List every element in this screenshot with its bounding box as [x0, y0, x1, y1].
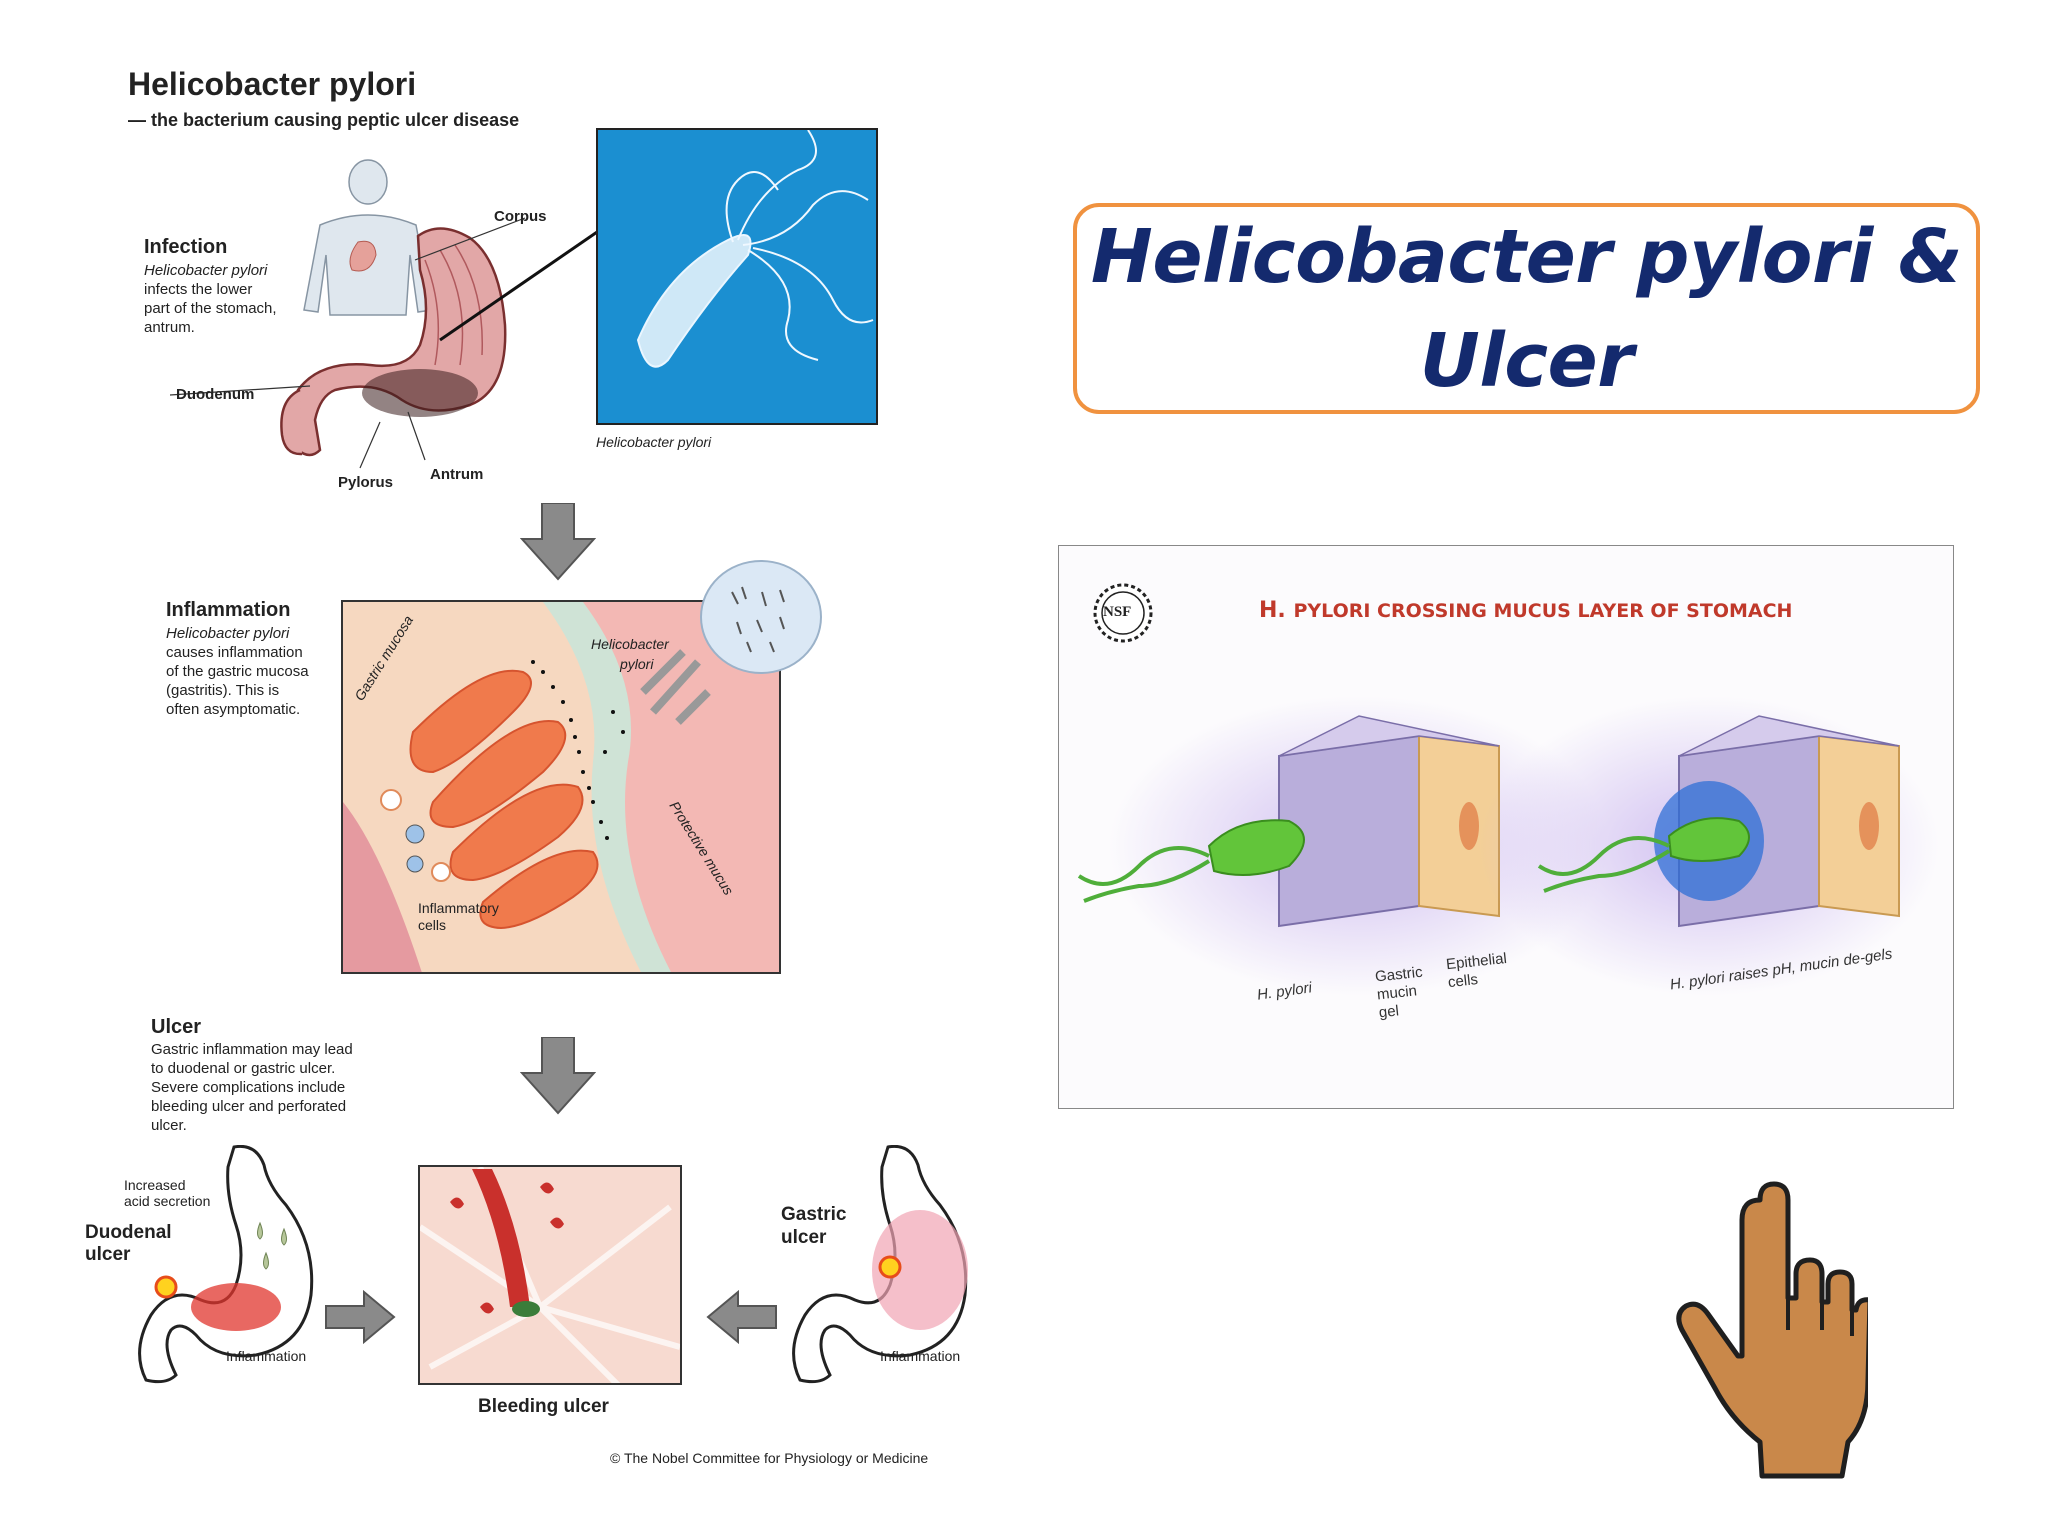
- diagram-subtitle: — the bacterium causing peptic ulcer dis…: [128, 110, 520, 130]
- label-increased-acid-2: acid secretion: [124, 1193, 211, 1209]
- left-arrow-icon: [706, 1290, 777, 1344]
- bleeding-ulcer-panel: [418, 1165, 682, 1385]
- label-gastric-ulcer-2: ulcer: [781, 1227, 827, 1248]
- pointing-hand-icon[interactable]: [1672, 1180, 1868, 1480]
- label-corpus: Corpus: [494, 208, 547, 225]
- nsf-logo-icon: [1093, 583, 1153, 643]
- inflammation-body: Helicobacter pylori causes inflammation …: [166, 625, 309, 718]
- label-inflammatory-cells-2: cells: [418, 917, 447, 933]
- hp-micrograph: [596, 128, 878, 425]
- gastric-ulcer-stomach: [792, 1145, 968, 1384]
- label-inflammation-left: Inflammation: [226, 1348, 307, 1364]
- copyright: © The Nobel Committee for Physiology or …: [610, 1450, 929, 1466]
- label-gastric-mucin-gel: Gastric mucin gel: [1374, 963, 1424, 1022]
- human-silhouette-icon: [303, 159, 433, 316]
- stomach-anatomy: [170, 217, 601, 469]
- label-inflammation-right: Inflammation: [880, 1348, 961, 1364]
- right-arrow-icon: [325, 1290, 396, 1344]
- inflammation-panel: [341, 600, 781, 974]
- label-duodenum: Duodenum: [176, 386, 255, 403]
- label-increased-acid-1: Increased: [124, 1177, 186, 1193]
- stomach-illustration: [170, 159, 601, 469]
- slide-title: Helicobacter pylori & Ulcer: [1090, 213, 1963, 404]
- label-duodenal-ulcer-1: Duodenal: [85, 1222, 172, 1243]
- inflammation-heading: Inflammation: [166, 599, 291, 621]
- bacteria-inset: [700, 560, 822, 674]
- ulcer-heading: Ulcer: [151, 1016, 202, 1038]
- label-hp-inflammation-1: Helicobacter: [591, 636, 669, 652]
- down-arrow-icon: [520, 503, 596, 581]
- nsf-title: H. PYLORI CROSSING MUCUS LAYER OF STOMAC…: [1259, 598, 1793, 623]
- micrograph-caption: Helicobacter pylori: [596, 434, 712, 450]
- slide-title-box: Helicobacter pylori & Ulcer: [1073, 203, 1980, 414]
- infection-heading: Infection: [144, 236, 228, 258]
- nsf-logo-text: NSF: [1103, 604, 1132, 620]
- label-gastric-ulcer-1: Gastric: [781, 1204, 847, 1225]
- nsf-mucus-panel: NSF H. PYLORI CROSSING MUCUS LAYER OF ST…: [1058, 545, 1954, 1109]
- mucus-illustration: [1077, 696, 1939, 996]
- infection-body: Helicobacter pylori infects the lower pa…: [144, 262, 277, 336]
- label-bleeding-ulcer: Bleeding ulcer: [478, 1396, 609, 1417]
- down-arrow-icon: [520, 1037, 596, 1115]
- label-duodenal-ulcer-2: ulcer: [85, 1244, 131, 1265]
- label-inflammatory-cells-1: Inflammatory: [418, 900, 499, 916]
- diagram-title: Helicobacter pylori: [128, 66, 417, 102]
- label-epithelial-cells: Epithelial cells: [1445, 949, 1508, 992]
- duodenal-ulcer-stomach: [138, 1145, 314, 1384]
- label-antrum: Antrum: [430, 466, 484, 483]
- label-hp-inflammation-2: pylori: [620, 656, 654, 672]
- ulcer-body: Gastric inflammation may lead to duodena…: [151, 1041, 353, 1134]
- label-pylorus: Pylorus: [338, 474, 394, 491]
